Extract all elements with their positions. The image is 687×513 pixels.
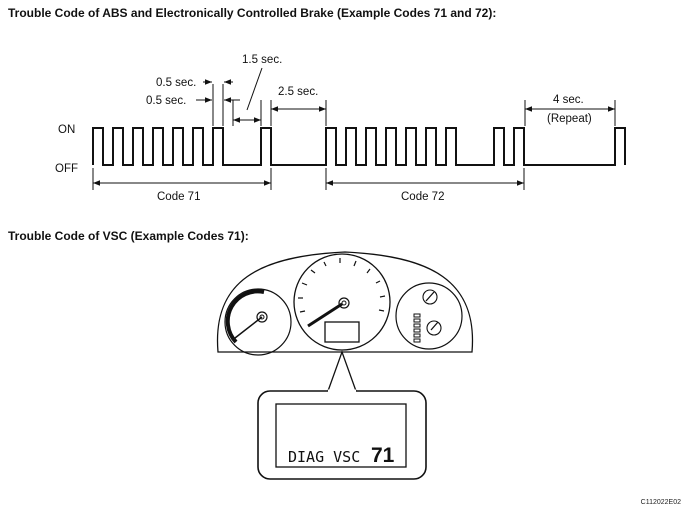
pulse-duration-label: 0.5 sec. (156, 77, 196, 89)
diag-display-text: DIAG VSC (288, 448, 360, 466)
fuel-segment-bars (413, 313, 421, 343)
left-gauge (224, 288, 292, 356)
digit-pause-label: 1.5 sec. (242, 54, 282, 66)
code-pause-label: 2.5 sec. (278, 86, 318, 98)
timing-diagram: ON OFF 0.5 sec. 0.5 sec. 1.5 sec. (55, 54, 626, 203)
diag-display-code: 71 (371, 444, 395, 467)
diag-display-screen (275, 403, 407, 468)
right-gauge-cluster (395, 282, 463, 350)
off-level-label: OFF (55, 163, 78, 175)
code-72-label: Code 72 (401, 191, 444, 203)
vsc-section-heading: Trouble Code of VSC (Example Codes 71): (8, 229, 249, 243)
timing-guide-lines (92, 84, 616, 190)
figure-code: C112022E02 (640, 499, 681, 506)
code-71-label: Code 71 (157, 191, 200, 203)
callout-pointer (327, 350, 357, 392)
gap-duration-label: 0.5 sec. (146, 95, 186, 107)
abs-section-heading: Trouble Code of ABS and Electronically C… (8, 6, 497, 20)
repeat-pause-label: 4 sec. (553, 94, 584, 106)
instrument-cluster (216, 251, 474, 480)
pulse-waveform (92, 127, 626, 166)
cluster-housing (216, 251, 474, 353)
digit-pause-leader (246, 67, 263, 111)
speedometer-ticks (298, 258, 386, 313)
on-level-label: ON (58, 124, 75, 136)
multi-info-display-small (324, 321, 360, 343)
repeat-note-label: (Repeat) (547, 113, 592, 125)
speedometer-gauge (293, 253, 391, 351)
